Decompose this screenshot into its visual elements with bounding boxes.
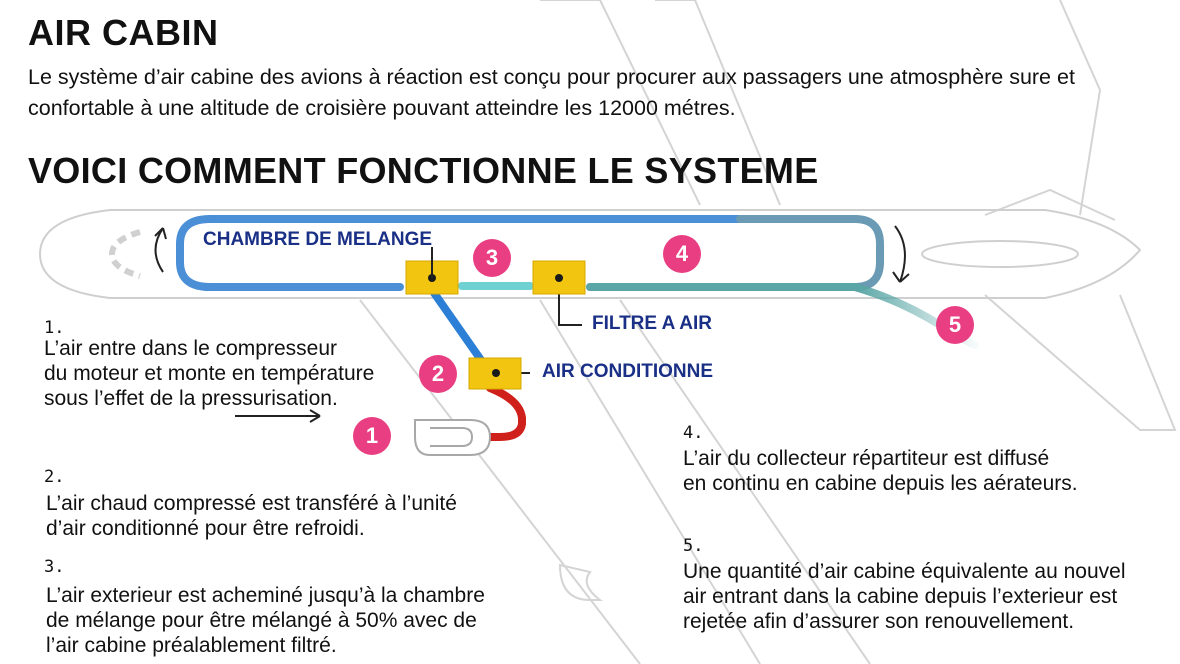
step-4-number: 4. xyxy=(683,423,704,443)
tail-cone xyxy=(921,240,1079,268)
upper-duct xyxy=(176,215,744,291)
filter-leader xyxy=(558,289,582,326)
right-flow-arrow xyxy=(894,225,906,283)
intro-paragraph: Le système d’air cabine des avions à réa… xyxy=(28,65,1075,120)
section-heading: VOICI COMMENT FONCTIONNE LE SYSTEME xyxy=(28,150,819,191)
lower-wing-outline-3 xyxy=(619,299,871,664)
mixer-feed-duct xyxy=(428,286,485,364)
step-5-number: 5. xyxy=(683,536,704,556)
stabilizer-outline xyxy=(984,294,1177,431)
air-filter-label: FILTRE A AIR xyxy=(592,313,712,334)
lower-wing-outline xyxy=(359,299,641,664)
upper-duct-right xyxy=(586,215,884,291)
step-badge-1: 1 xyxy=(353,417,391,455)
tail-fin-outline xyxy=(984,188,1116,221)
second-engine-outline xyxy=(558,563,603,601)
step-1-text: L’air entre dans le compresseur du moteu… xyxy=(44,337,375,410)
cockpit-window xyxy=(108,229,141,279)
fuselage-outline xyxy=(38,209,1142,299)
step-2-number: 2. xyxy=(44,467,65,487)
step-1-number: 1. xyxy=(44,318,65,338)
step-2-text: L’air chaud compressé est transféré à l’… xyxy=(46,492,457,540)
mixing-chamber-label: CHAMBRE DE MELANGE xyxy=(203,229,433,250)
step-5-text: Une quantité d’air cabine équivalente au… xyxy=(683,560,1126,633)
air-loop xyxy=(11,215,979,441)
engine-icon xyxy=(414,419,492,456)
upper-wing-outline xyxy=(540,0,701,206)
step-3-number: 3. xyxy=(44,557,65,577)
airframe-outline xyxy=(359,0,1177,664)
step-badge-2: 2 xyxy=(419,355,457,393)
step-badge-5: 5 xyxy=(936,306,974,344)
left-flow-arrow xyxy=(154,227,164,273)
tail-fin-outline-2 xyxy=(1059,0,1102,216)
page-title: AIR CABIN xyxy=(28,12,219,53)
step-4-text: L’air du collecteur répartiteur est diff… xyxy=(683,447,1078,495)
hot-air-duct xyxy=(481,384,526,441)
upper-wing-outline-2 xyxy=(655,0,781,206)
lower-wing-outline-2 xyxy=(539,299,761,664)
step-badge-3: 3 xyxy=(473,239,511,277)
step-3-text: L’air exterieur est acheminé jusqu’à la … xyxy=(46,584,485,657)
air-conditioning-label: AIR CONDITIONNE xyxy=(542,361,713,382)
fuselage xyxy=(38,209,1142,299)
circulation-arrows xyxy=(154,225,910,423)
step-badge-4: 4 xyxy=(663,235,701,273)
